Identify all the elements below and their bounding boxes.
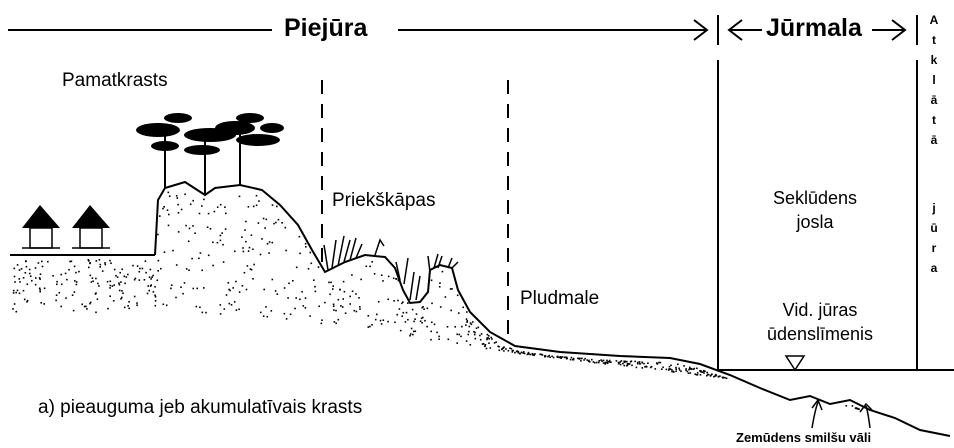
label-sandbars: Zemūdens smilšu vāli (736, 430, 871, 445)
open-sea-letter: a (926, 258, 942, 278)
label-udenslimenis: ūdenslīmenis (730, 322, 910, 346)
open-sea-letter: l (926, 70, 942, 90)
label-priekskapas: Priekškāpas (332, 190, 436, 212)
open-sea-label-bottom: j ū r a (926, 198, 942, 278)
label-vid-juras: Vid. jūras (730, 298, 910, 322)
open-sea-letter: j (926, 198, 942, 218)
caption: a) pieauguma jeb akumulatīvais krasts (38, 397, 362, 419)
label-pamatkrasts: Pamatkrasts (62, 70, 168, 92)
open-sea-letter: ā (926, 130, 942, 150)
label-pludmale: Pludmale (520, 288, 599, 310)
header-jurmala: Jūrmala (766, 14, 862, 43)
label-josla: josla (740, 210, 890, 234)
open-sea-letter: ā (926, 90, 942, 110)
open-sea-letter: k (926, 50, 942, 70)
dune-grass (324, 236, 458, 300)
tree-canopies (136, 113, 284, 155)
label-sekludens-josla: Seklūdens josla (740, 186, 890, 234)
open-sea-letter: A (926, 10, 942, 30)
open-sea-letter: t (926, 30, 942, 50)
label-sekludens: Seklūdens (740, 186, 890, 210)
water-level-triangle (786, 356, 804, 370)
open-sea-letter: t (926, 110, 942, 130)
open-sea-letter: r (926, 238, 942, 258)
header-piejura: Piejūra (284, 14, 367, 43)
label-water-level: Vid. jūras ūdenslīmenis (730, 298, 910, 346)
house-1 (22, 205, 60, 248)
sandbar-arrows (812, 400, 872, 428)
open-sea-letter: ū (926, 218, 942, 238)
open-sea-label-top: A t k l ā t ā (926, 10, 942, 150)
house-2 (72, 205, 110, 248)
